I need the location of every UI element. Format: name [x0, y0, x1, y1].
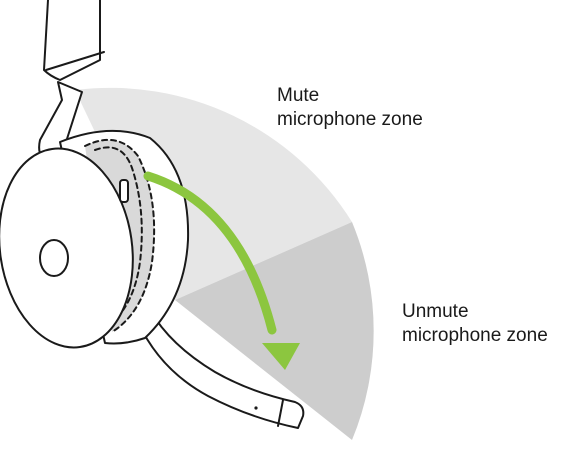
unmute-zone-line2: microphone zone	[402, 324, 548, 348]
mute-zone-label: Mute microphone zone	[277, 84, 423, 132]
mute-zone-line1: Mute	[277, 84, 423, 108]
unmute-zone-line1: Unmute	[402, 300, 548, 324]
side-button	[120, 180, 128, 202]
mute-zone-line2: microphone zone	[277, 108, 423, 132]
unmute-zone-label: Unmute microphone zone	[402, 300, 548, 348]
microphone-dot	[254, 406, 257, 409]
earcup-logo	[40, 240, 68, 276]
